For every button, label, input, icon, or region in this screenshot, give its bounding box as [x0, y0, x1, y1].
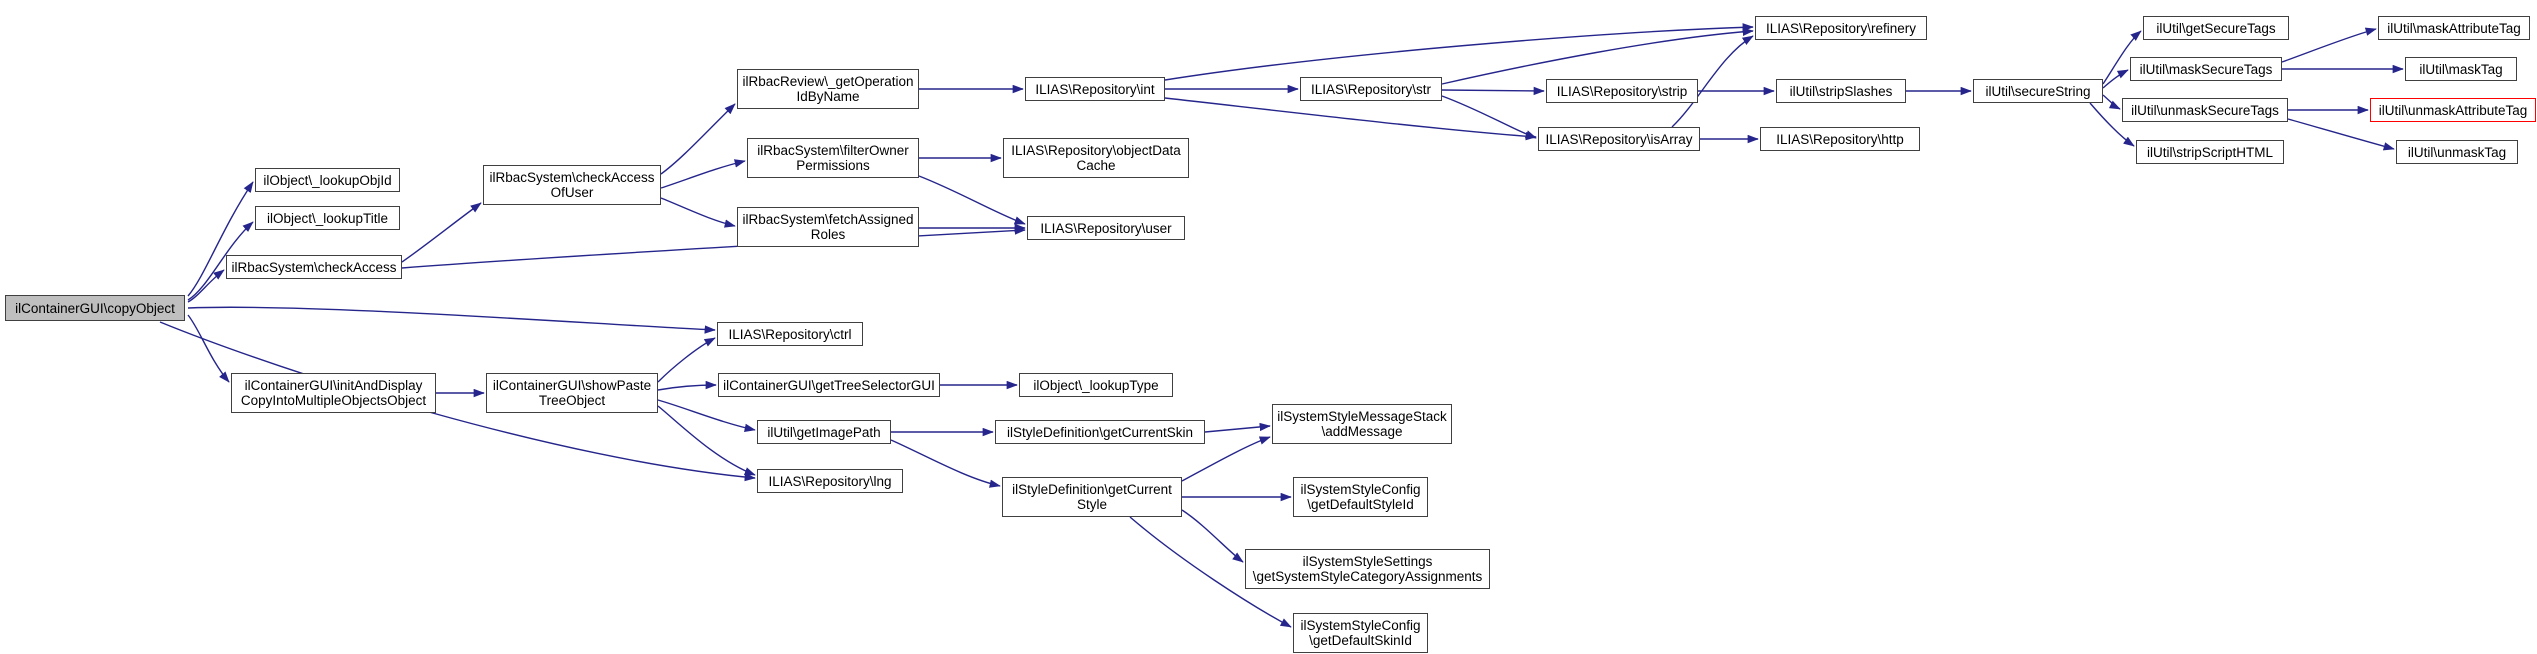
graph-node-getOperationIdByName[interactable]: ilRbacReview\_getOperation IdByName [737, 69, 919, 109]
edge-showPasteTree-to-getTreeSelectorGUI [657, 380, 717, 391]
graph-node-repoIsArray[interactable]: ILIAS\Repository\isArray [1538, 127, 1700, 151]
graph-node-repoHttp[interactable]: ILIAS\Repository\http [1760, 127, 1920, 151]
edge-secureString-to-unmaskSecureTags [2102, 94, 2121, 110]
graph-node-repoStr[interactable]: ILIAS\Repository\str [1300, 77, 1442, 101]
edge-getCurrentStyle-to-getSysStyleCatAssign [1181, 509, 1244, 563]
graph-node-getCurrentStyle[interactable]: ilStyleDefinition\getCurrent Style [1002, 477, 1182, 517]
graph-node-stripSlashes[interactable]: ilUtil\stripSlashes [1776, 79, 1906, 103]
graph-node-getSecureTags[interactable]: ilUtil\getSecureTags [2143, 16, 2289, 40]
graph-node-getImagePath[interactable]: ilUtil\getImagePath [757, 420, 891, 444]
edge-repoInt-to-repoIsArray [1164, 97, 1537, 141]
edge-checkAccessOfUser-to-getOperationIdByName [660, 103, 736, 175]
graph-node-maskSecureTags[interactable]: ilUtil\maskSecureTags [2130, 57, 2282, 81]
graph-node-getCurrentSkin[interactable]: ilStyleDefinition\getCurrentSkin [995, 420, 1205, 444]
edge-getCurrentStyle-to-addMessage [1181, 436, 1271, 482]
graph-node-repoUser[interactable]: ILIAS\Repository\user [1027, 216, 1185, 240]
graph-node-fetchAssignedRoles[interactable]: ilRbacSystem\fetchAssigned Roles [737, 207, 919, 247]
edge-showPasteTree-to-getImagePath [657, 399, 756, 432]
graph-node-repoInt[interactable]: ILIAS\Repository\int [1025, 77, 1165, 101]
edge-repoStr-to-repoRefinery [1441, 27, 1754, 85]
graph-node-lookupObjId[interactable]: ilObject\_lookupObjId [255, 168, 400, 192]
graph-node-unmaskAttributeTag[interactable]: ilUtil\unmaskAttributeTag [2370, 98, 2536, 122]
edge-copyObject-to-checkAccess [187, 269, 225, 303]
edge-secureString-to-stripScriptHTML [2089, 102, 2135, 147]
edge-getCurrentStyle-to-getDefaultSkinId [1129, 516, 1292, 628]
edge-unmaskSecureTags-to-unmaskTag [2287, 118, 2395, 151]
edge-getCurrentSkin-to-addMessage [1204, 422, 1271, 433]
graph-node-getTreeSelectorGUI[interactable]: ilContainerGUI\getTreeSelectorGUI [718, 373, 940, 397]
edge-repoStr-to-repoStrip [1441, 86, 1545, 96]
edge-maskSecureTags-to-maskAttributeTag [2281, 27, 2377, 63]
graph-node-filterOwnerPerm[interactable]: ilRbacSystem\filterOwner Permissions [747, 138, 919, 178]
edge-copyObject-to-lookupTitle [187, 221, 254, 301]
graph-node-repoStrip[interactable]: ILIAS\Repository\strip [1546, 79, 1698, 103]
graph-node-getSysStyleCatAssign[interactable]: ilSystemStyleSettings \getSystemStyleCat… [1245, 549, 1490, 589]
graph-node-repoCtrl[interactable]: ILIAS\Repository\ctrl [717, 322, 863, 346]
graph-node-repoObjectDataCache[interactable]: ILIAS\Repository\objectData Cache [1003, 138, 1189, 178]
edge-repoIsArray-to-repoRefinery [1671, 35, 1754, 128]
edge-checkAccessOfUser-to-filterOwnerPerm [660, 159, 746, 189]
edge-showPasteTree-to-repoCtrl [657, 337, 716, 383]
graph-node-checkAccessOfUser[interactable]: ilRbacSystem\checkAccess OfUser [483, 165, 661, 205]
graph-node-initAndDisplay[interactable]: ilContainerGUI\initAndDisplay CopyIntoMu… [231, 373, 436, 413]
edge-showPasteTree-to-repoLng [657, 405, 756, 476]
graph-node-maskTag[interactable]: ilUtil\maskTag [2405, 57, 2517, 81]
graph-node-unmaskSecureTags[interactable]: ilUtil\unmaskSecureTags [2122, 98, 2288, 122]
graph-node-repoRefinery[interactable]: ILIAS\Repository\refinery [1755, 16, 1927, 40]
graph-node-showPasteTree[interactable]: ilContainerGUI\showPaste TreeObject [486, 373, 658, 413]
graph-node-secureString[interactable]: ilUtil\secureString [1973, 79, 2103, 103]
edge-copyObject-to-lookupObjId [187, 181, 254, 297]
graph-node-stripScriptHTML[interactable]: ilUtil\stripScriptHTML [2136, 140, 2284, 164]
graph-node-getDefaultStyleId[interactable]: ilSystemStyleConfig \getDefaultStyleId [1293, 477, 1428, 517]
edge-repoStr-to-repoIsArray [1441, 95, 1537, 139]
edge-copyObject-to-repoLng [159, 321, 756, 482]
edge-checkAccess-to-checkAccessOfUser [401, 202, 482, 263]
edge-copyObject-to-initAndDisplay [187, 314, 230, 383]
edge-checkAccessOfUser-to-fetchAssignedRoles [660, 197, 736, 228]
graph-node-addMessage[interactable]: ilSystemStyleMessageStack \addMessage [1272, 404, 1452, 444]
graph-node-checkAccess[interactable]: ilRbacSystem\checkAccess [226, 255, 402, 279]
edge-filterOwnerPerm-to-repoUser [918, 175, 1026, 225]
edge-checkAccess-to-repoUser [401, 226, 1026, 269]
edge-repoInt-to-repoRefinery [1164, 23, 1754, 81]
graph-node-unmaskTag[interactable]: ilUtil\unmaskTag [2396, 140, 2518, 164]
edge-getImagePath-to-getCurrentStyle [890, 439, 1001, 488]
edge-secureString-to-maskSecureTags [2102, 69, 2129, 89]
graph-node-repoLng[interactable]: ILIAS\Repository\lng [757, 469, 903, 493]
graph-node-getDefaultSkinId[interactable]: ilSystemStyleConfig \getDefaultSkinId [1293, 613, 1428, 653]
graph-node-copyObject[interactable]: ilContainerGUI\copyObject [5, 295, 185, 321]
graph-node-lookupTitle[interactable]: ilObject\_lookupTitle [255, 206, 400, 230]
edge-secureString-to-getSecureTags [2102, 30, 2142, 85]
edge-copyObject-to-repoCtrl [187, 306, 716, 334]
graph-node-lookupType[interactable]: ilObject\_lookupType [1019, 373, 1173, 397]
graph-node-maskAttributeTag[interactable]: ilUtil\maskAttributeTag [2378, 16, 2530, 40]
